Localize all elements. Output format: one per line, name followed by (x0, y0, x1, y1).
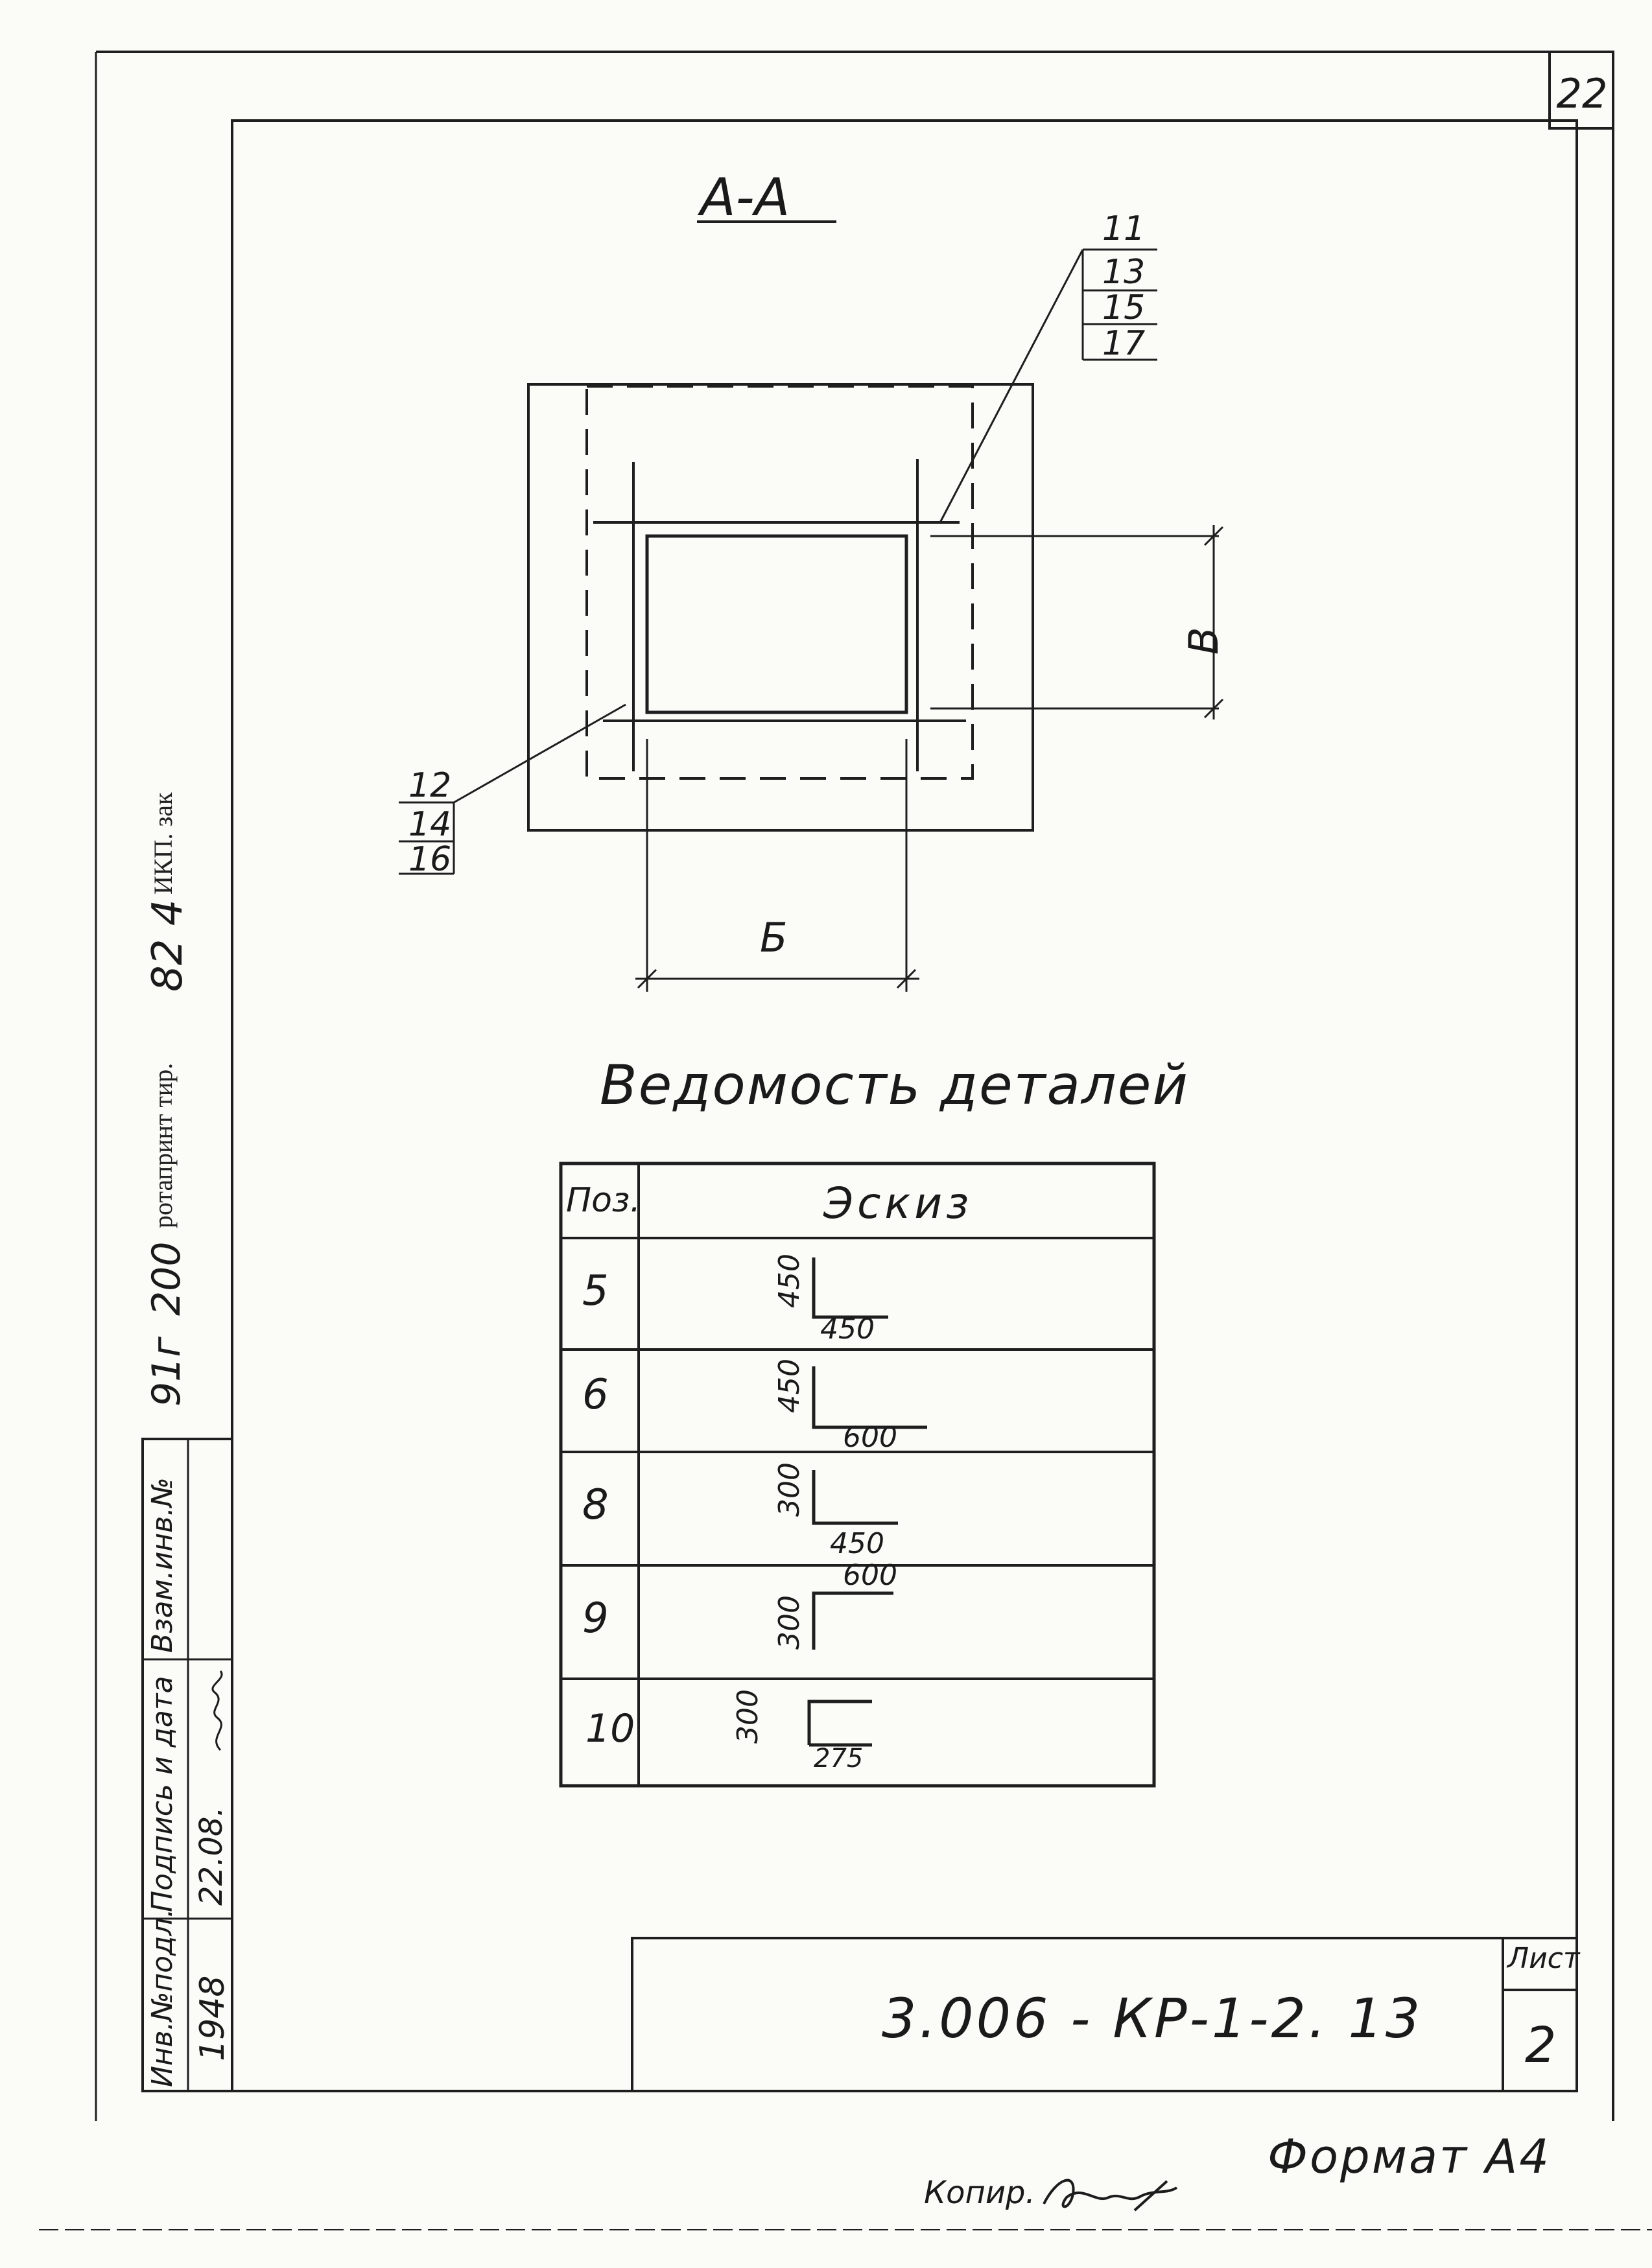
callout-top-3: 15 (1102, 288, 1146, 327)
row-vertical-dim: 300 (731, 1689, 764, 1744)
row-horizontal-dim: 600 (843, 1421, 897, 1454)
side-stamp-inv-value: 1948 (193, 1975, 232, 2061)
row-vertical-dim: 450 (773, 1359, 806, 1413)
dim-label-v: В (1180, 627, 1227, 655)
print-stamp-text-a: ИКП. зак (148, 792, 178, 894)
print-stamp-text-b: ротапринт тир. (148, 1062, 178, 1228)
sketch-pos-9 (812, 1591, 893, 1650)
row-horizontal-dim: 450 (820, 1313, 875, 1346)
sketch-pos-8 (812, 1470, 898, 1525)
callout-left-3: 16 (408, 840, 452, 879)
format-label: Формат А4 (1268, 2129, 1552, 2184)
row-horizontal-dim: 275 (814, 1744, 864, 1773)
copied-by-label: Копир. (924, 2175, 1035, 2211)
opening (645, 534, 908, 714)
row-vertical-dim: 450 (773, 1254, 806, 1308)
callout-top-2: 13 (1102, 253, 1146, 292)
dashed-contour (585, 385, 974, 780)
section-outline (527, 383, 1034, 832)
dim-h-tick-right (896, 968, 917, 989)
title-block-frame (631, 1937, 1578, 2092)
sheet-number: 2 (1525, 2016, 1557, 2074)
section-label: А-А (700, 167, 790, 228)
row-vertical-dim: 300 (773, 1462, 806, 1517)
print-stamp-circulation: 200 (144, 1241, 189, 1316)
callout-top-4: 17 (1102, 324, 1146, 363)
callout-left-leader (453, 703, 626, 804)
print-stamp-year: 91г (144, 1337, 189, 1407)
row-pos: 6 (582, 1371, 609, 1419)
parts-header-pos: Поз. (566, 1181, 641, 1220)
row-horizontal-dim: 600 (843, 1559, 897, 1592)
side-stamp-signature-label: Подпись и дата (146, 1676, 179, 1912)
row-pos: 8 (582, 1481, 609, 1529)
parts-table-frame (559, 1162, 1156, 1788)
corner-number-box (1548, 51, 1614, 130)
callout-top-leader (939, 249, 1084, 523)
dim-h-tick-left (637, 968, 657, 989)
sketch-pos-6 (812, 1366, 927, 1429)
side-stamp-replacement-label: Взам.инв.№ (146, 1477, 179, 1653)
row-pos: 10 (585, 1706, 635, 1751)
dim-v-tick-top (1203, 526, 1224, 546)
row-pos: 9 (582, 1595, 609, 1643)
print-stamp-order-no: 82 4 (144, 899, 192, 992)
side-stamp-inv-label: Инв.№подл. (146, 1908, 179, 2087)
side-stamp-signature (211, 1670, 223, 1751)
sketch-pos-5 (812, 1257, 888, 1319)
callout-top-1: 11 (1102, 209, 1146, 248)
callout-left-1: 12 (408, 766, 452, 805)
parts-header-sketch: Эскиз (823, 1178, 973, 1228)
side-stamp-date-value: 22.08. (193, 1806, 230, 1906)
callout-left-2: 14 (408, 805, 452, 844)
sheet-label: Лист (1507, 1942, 1580, 1975)
row-vertical-dim: 300 (773, 1595, 806, 1650)
sketch-pos-10 (807, 1700, 872, 1747)
copier-signature (1043, 2179, 1178, 2212)
dim-v-tick-bottom (1203, 698, 1224, 719)
row-pos: 5 (582, 1267, 609, 1315)
parts-list-title: Ведомость деталей (600, 1053, 1189, 1117)
corner-sheet-number: 22 (1556, 70, 1608, 117)
dim-label-h: Б (760, 914, 788, 961)
document-code: 3.006 - КР-1-2. 13 (882, 1987, 1423, 2050)
row-horizontal-dim: 450 (830, 1527, 884, 1560)
